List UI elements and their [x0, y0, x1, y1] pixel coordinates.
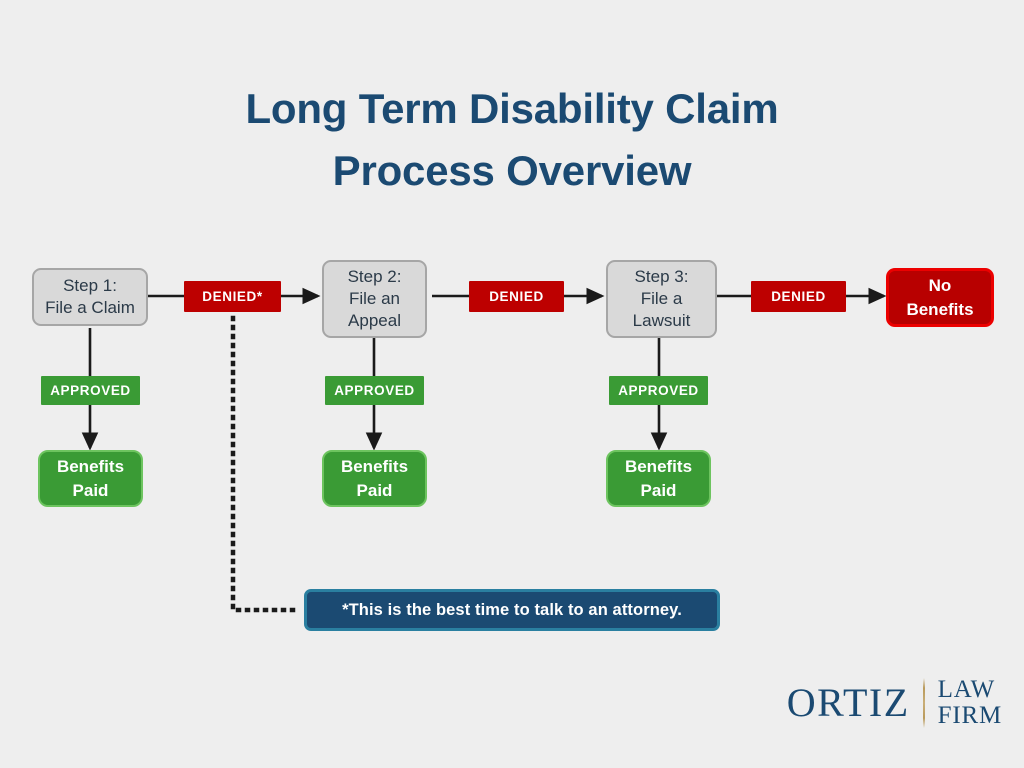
step-box-step-3[interactable]: Step 3: File a Lawsuit: [606, 260, 717, 338]
step-2-line-1: Step 2:: [347, 267, 402, 286]
step-3-line-1: Step 3:: [634, 267, 689, 286]
benefits-paid-2-line-2: Paid: [356, 480, 393, 500]
step-box-step-1[interactable]: Step 1: File a Claim: [32, 268, 148, 326]
benefits-paid-box-step-2[interactable]: Benefits Paid: [322, 450, 427, 507]
no-benefits-line-2: Benefits: [906, 299, 974, 319]
benefits-paid-box-step-1[interactable]: Benefits Paid: [38, 450, 143, 507]
approved-label-step-1[interactable]: APPROVED: [41, 376, 140, 405]
logo-ortiz-text: ORTIZ: [786, 680, 910, 725]
connector-denied1-to-callout-dotted: [230, 315, 303, 613]
benefits-paid-box-step-3[interactable]: Benefits Paid: [606, 450, 711, 507]
logo-lawfirm-line-2: FIRM: [937, 702, 1002, 729]
step-2-line-2: File an: [348, 289, 401, 308]
logo-divider: [922, 678, 925, 728]
benefits-paid-1-line-1: Benefits: [56, 456, 125, 476]
ortiz-law-firm-logo: ORTIZ LAW FIRM: [770, 672, 1002, 734]
approved-label-step-2[interactable]: APPROVED: [325, 376, 424, 405]
no-benefits-box[interactable]: No Benefits: [886, 268, 994, 327]
no-benefits-line-1: No: [928, 275, 952, 295]
step-box-step-2[interactable]: Step 2: File an Appeal: [322, 260, 427, 338]
step-1-line-2: File a Claim: [45, 298, 135, 317]
denied-label-step-2[interactable]: DENIED: [469, 281, 564, 312]
denied-label-step-1[interactable]: DENIED*: [184, 281, 281, 312]
denied-label-step-3[interactable]: DENIED: [751, 281, 846, 312]
approved-label-step-3[interactable]: APPROVED: [609, 376, 708, 405]
step-3-line-2: File a: [640, 289, 683, 308]
benefits-paid-2-line-1: Benefits: [340, 456, 409, 476]
benefits-paid-1-line-2: Paid: [72, 480, 109, 500]
logo-lawfirm-line-1: LAW: [937, 676, 995, 703]
page-title-line-1: Long Term Disability Claim: [245, 85, 779, 132]
benefits-paid-3-line-1: Benefits: [624, 456, 693, 476]
benefits-paid-3-line-2: Paid: [640, 480, 677, 500]
logo-lawfirm-text: LAW FIRM: [938, 677, 1002, 729]
page-title-line-2: Process Overview: [332, 147, 692, 194]
step-1-line-1: Step 1:: [63, 276, 117, 295]
page-title: Long Term Disability Claim Process Overv…: [0, 78, 1024, 202]
step-3-line-3: Lawsuit: [632, 311, 691, 330]
step-2-line-3: Appeal: [348, 311, 401, 330]
attorney-callout-box[interactable]: *This is the best time to talk to an att…: [304, 589, 720, 631]
